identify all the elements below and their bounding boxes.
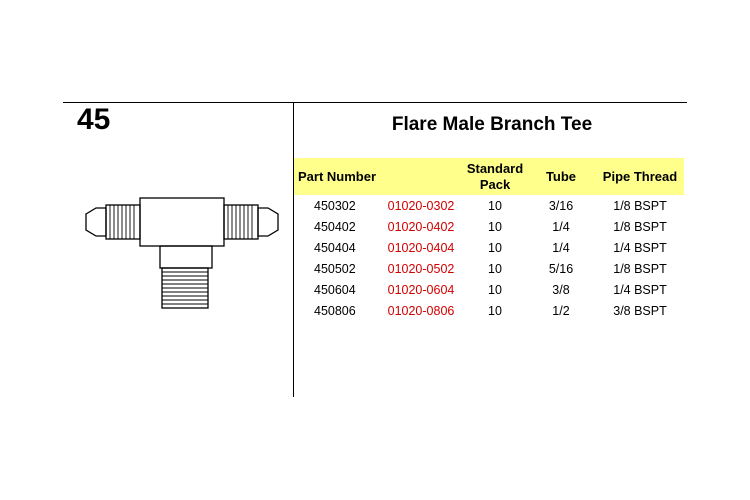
branch-tee-drawing <box>85 197 279 309</box>
tube-cell: 1/2 <box>552 303 570 318</box>
tube-cell: 3/16 <box>548 198 574 213</box>
standard-pack-cell: 10 <box>488 240 502 255</box>
header-standard-pack: Standard Pack <box>464 158 526 195</box>
tube-cell: 1/4 <box>552 240 570 255</box>
vertical-divider <box>293 102 294 397</box>
tube-cell: 5/16 <box>548 261 574 276</box>
section-number: 45 <box>77 103 111 136</box>
table-header-row: Part Number Standard Pack Tube Pipe Thre… <box>294 158 684 195</box>
page-title: Flare Male Branch Tee <box>391 114 593 135</box>
pipe-thread-cell: 1/4 BSPT <box>613 240 667 255</box>
table-row: 450302 01020-0302 10 3/16 1/8 BSPT <box>294 195 684 216</box>
pipe-thread-cell: 3/8 BSPT <box>613 303 667 318</box>
header-pipe-thread: Pipe Thread <box>596 158 684 195</box>
table-row: 450404 01020-0404 10 1/4 1/4 BSPT <box>294 237 684 258</box>
standard-pack-cell: 10 <box>488 198 502 213</box>
part-number-cell: 450402 <box>314 219 356 234</box>
code-cell: 01020-0302 <box>387 198 455 213</box>
code-cell: 01020-0402 <box>387 219 455 234</box>
table-row: 450402 01020-0402 10 1/4 1/8 BSPT <box>294 216 684 237</box>
part-number-cell: 450302 <box>314 198 356 213</box>
table-row: 450806 01020-0806 10 1/2 3/8 BSPT <box>294 300 684 321</box>
table-row: 450502 01020-0502 10 5/16 1/8 BSPT <box>294 258 684 279</box>
header-tube: Tube <box>526 158 596 195</box>
standard-pack-cell: 10 <box>488 282 502 297</box>
part-number-cell: 450806 <box>314 303 356 318</box>
header-code <box>378 158 464 195</box>
part-number-cell: 450604 <box>314 282 356 297</box>
header-part-number: Part Number <box>294 158 378 195</box>
part-number-cell: 450502 <box>314 261 356 276</box>
table-row: 450604 01020-0604 10 3/8 1/4 BSPT <box>294 279 684 300</box>
code-cell: 01020-0806 <box>387 303 455 318</box>
standard-pack-cell: 10 <box>488 219 502 234</box>
part-number-cell: 450404 <box>314 240 356 255</box>
standard-pack-cell: 10 <box>488 261 502 276</box>
tube-cell: 3/8 <box>552 282 570 297</box>
code-cell: 01020-0404 <box>387 240 455 255</box>
tube-cell: 1/4 <box>552 219 570 234</box>
pipe-thread-cell: 1/8 BSPT <box>613 219 667 234</box>
pipe-thread-cell: 1/8 BSPT <box>613 198 667 213</box>
code-cell: 01020-0502 <box>387 261 455 276</box>
pipe-thread-cell: 1/8 BSPT <box>613 261 667 276</box>
top-divider <box>63 102 687 103</box>
code-cell: 01020-0604 <box>387 282 455 297</box>
standard-pack-cell: 10 <box>488 303 502 318</box>
parts-table: Part Number Standard Pack Tube Pipe Thre… <box>294 158 684 321</box>
pipe-thread-cell: 1/4 BSPT <box>613 282 667 297</box>
